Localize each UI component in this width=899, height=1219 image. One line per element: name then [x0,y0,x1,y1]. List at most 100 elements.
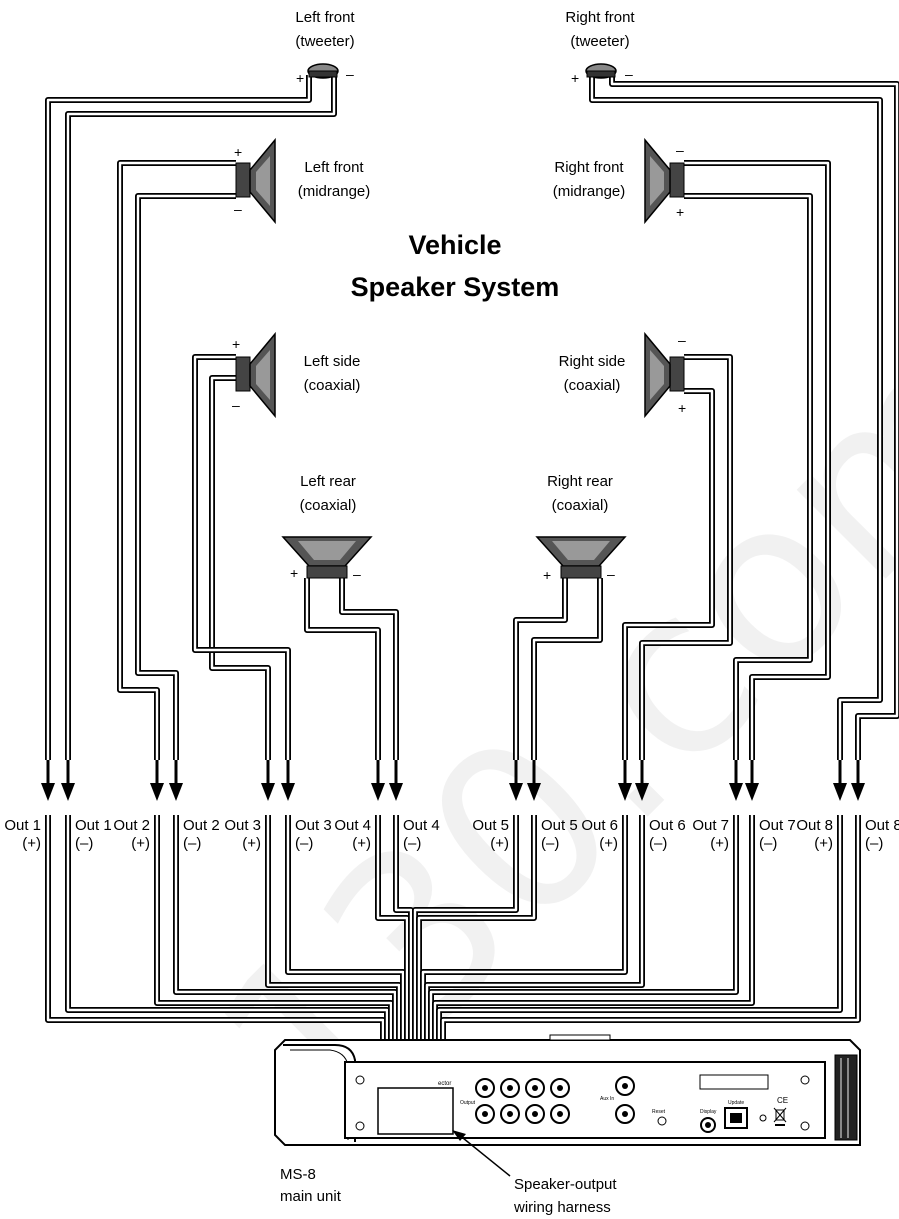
plus-sign: + [676,204,684,220]
speaker-wire-2 [65,75,337,760]
arrow-shaft [838,760,842,784]
down-arrow-icon [389,783,403,801]
output-2-pos-name: Out 2 [113,817,150,834]
minus-sign: – [607,566,615,582]
down-arrow-icon [150,783,164,801]
speaker-wire-15 [589,75,883,760]
output-1-neg-name: Out 1 [75,817,112,834]
down-arrow-icon [729,783,743,801]
plus-sign: + [678,400,686,416]
down-arrow-icon [509,783,523,801]
minus-sign: – [676,142,684,158]
aux-in-jacks [615,1076,635,1124]
output-6-neg-sign: (–) [649,835,667,852]
output-5-pos-name: Out 5 [472,817,509,834]
harness-wire-5-neg [416,815,537,1128]
label-left-front-tweeter-2: (tweeter) [295,33,354,50]
reset-label: Reset [652,1109,666,1115]
left-side-speaker: + – [232,331,276,419]
rca-output-jacks [475,1078,570,1124]
connector-label: ector [438,1081,451,1087]
left-rear-speaker: + – [281,536,373,582]
speaker-wire-10 [531,578,603,760]
output-8-pos-name: Out 8 [796,817,833,834]
output-2-pos-sign: (+) [131,835,150,852]
right-front-tweeter: + – [571,63,633,86]
speaker-wire-11 [622,388,715,760]
output-3-pos-name: Out 3 [224,817,261,834]
output-1-pos-name: Out 1 [4,817,41,834]
output-4-neg-sign: (–) [403,835,421,852]
ce-mark: CE [777,1096,788,1105]
left-front-tweeter: + – [296,63,354,86]
label-right-front-tweeter-1: Right front [565,9,635,26]
speaker-wire-14 [684,160,831,760]
speaker-wire-4 [135,193,236,760]
down-arrow-icon [635,783,649,801]
output-arrows [41,760,865,801]
harness-pointer [452,1130,511,1177]
ms8-main-unit: ector Output Aux In Reset Display Update… [274,1034,861,1146]
plus-sign: + [290,565,298,581]
down-arrow-icon [618,783,632,801]
output-8-pos-sign: (+) [814,835,833,852]
reset-button [657,1116,667,1126]
right-front-midrange-speaker: – + [644,137,685,225]
display-window [699,1074,769,1090]
speaker-wire-1 [45,75,312,760]
left-front-midrange-speaker: + – [234,137,276,225]
output-2-neg-name: Out 2 [183,817,220,834]
label-left-front-mid-2: (midrange) [298,183,371,200]
output-2-neg-sign: (–) [183,835,201,852]
tweeter-plus: + [296,70,304,86]
label-right-side-1: Right side [559,353,626,370]
output-6-pos-sign: (+) [599,835,618,852]
label-right-front-tweeter-2: (tweeter) [570,33,629,50]
speaker-wire-6 [192,354,291,760]
output-label: Output [460,1100,476,1106]
arrow-shaft [750,760,754,784]
harness-label-line1: Speaker-output [514,1176,617,1193]
output-labels: Out 1(+)Out 1(–)Out 2(+)Out 2(–)Out 3(+)… [4,817,899,852]
output-7-neg-name: Out 7 [759,817,796,834]
speaker-wire-12 [639,354,733,760]
minus-sign: – [353,566,361,582]
label-right-rear-1: Right rear [547,473,613,490]
speaker-wire-3 [117,160,236,760]
label-left-rear-1: Left rear [300,473,356,490]
output-5-pos-sign: (+) [490,835,509,852]
arrow-shaft [734,760,738,784]
output-6-pos-name: Out 6 [581,817,618,834]
down-arrow-icon [169,783,183,801]
label-left-rear-2: (coaxial) [300,497,357,514]
tweeter-plus: + [571,70,579,86]
plus-sign: + [543,567,551,583]
output-3-neg-sign: (–) [295,835,313,852]
output-7-neg-sign: (–) [759,835,777,852]
arrow-shaft [394,760,398,784]
unit-name-line1: MS-8 [280,1166,316,1183]
label-left-front-mid-1: Left front [304,159,364,176]
label-right-front-mid-2: (midrange) [553,183,626,200]
diagram-title-line2: Speaker System [351,272,560,302]
output-6-neg-name: Out 6 [649,817,686,834]
label-right-front-mid-1: Right front [554,159,624,176]
down-arrow-icon [833,783,847,801]
output-4-neg-name: Out 4 [403,817,440,834]
label-left-side-1: Left side [304,353,361,370]
output-1-pos-sign: (+) [22,835,41,852]
speaker-wire-5 [209,375,271,760]
unit-name-line2: main unit [280,1188,342,1205]
right-side-speaker: – + [644,331,686,419]
weee-bin-icon [773,1107,787,1126]
arrow-shaft [856,760,860,784]
label-right-side-2: (coaxial) [564,377,621,394]
plus-sign: + [232,336,240,352]
arrow-shaft [640,760,644,784]
arrow-shaft [46,760,50,784]
update-label: Update [728,1100,744,1106]
speaker-wire-9 [513,578,568,760]
minus-sign: – [234,201,242,217]
output-3-neg-name: Out 3 [295,817,332,834]
right-rear-speaker: + – [535,536,627,583]
